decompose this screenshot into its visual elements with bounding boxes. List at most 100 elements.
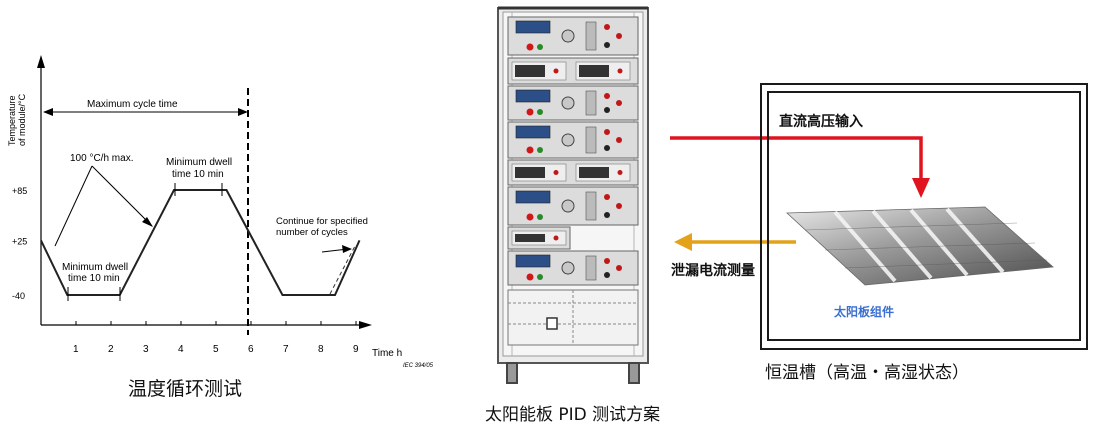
module-label: 太阳板组件	[834, 305, 895, 319]
dwell-top-line2: time 10 min	[172, 169, 224, 180]
instrument-knob	[561, 133, 575, 147]
instrument-terminal-red	[616, 100, 622, 106]
instrument-knob	[561, 29, 575, 43]
instrument-display	[515, 20, 551, 34]
pid-test-rack	[497, 6, 649, 384]
rack-lock	[546, 317, 558, 330]
x-tick-label: 8	[318, 344, 324, 355]
signal-arrows	[670, 136, 930, 251]
dwell-bottom-markers	[67, 287, 121, 301]
x-tick-label: 5	[213, 344, 219, 355]
x-tick-label: 4	[178, 344, 184, 355]
instrument-switch	[585, 191, 597, 221]
y-axis-label-line2: of module/°C	[17, 93, 27, 146]
solar-panel-module	[786, 206, 1054, 286]
instrument-button-red	[526, 213, 534, 221]
dc-input-arrow	[670, 136, 923, 182]
instrument-switch	[585, 90, 597, 116]
rack-instrument	[507, 159, 639, 186]
meter-indicator	[553, 170, 559, 175]
instrument-terminal-red	[616, 203, 622, 209]
solar-panel-strips	[833, 207, 1005, 283]
ramp-pointer-head	[142, 217, 153, 227]
continue-arrow-head	[342, 245, 352, 253]
meter-display	[579, 167, 609, 178]
instrument-terminal-red	[604, 194, 610, 200]
instrument-button-green	[537, 109, 543, 115]
instrument-switch	[585, 255, 597, 281]
rack-instruments	[507, 16, 639, 286]
max-cycle-arrow-left-head	[43, 108, 53, 116]
climate-chamber-inner	[767, 91, 1081, 341]
max-cycle-arrow-right-head	[238, 108, 248, 116]
y-tick-label: -40	[12, 291, 25, 301]
ramp-label: 100 °C/h max.	[70, 153, 133, 164]
instrument-button-red	[526, 43, 534, 51]
x-tick-label: 7	[283, 344, 289, 355]
rack-casters	[506, 362, 640, 384]
instrument-display	[515, 89, 551, 103]
instrument-knob	[561, 96, 575, 110]
instrument-terminal-black	[604, 107, 610, 113]
instrument-button-red	[526, 146, 534, 154]
instrument-button-green	[537, 44, 543, 50]
instrument-terminal-red	[604, 93, 610, 99]
temperature-profile-curve	[40, 189, 361, 296]
dwell-top-line1: Minimum dwell	[166, 157, 232, 168]
y-axis-label-line1: Temperature	[7, 95, 17, 146]
dwell-bottom-line2: time 10 min	[68, 273, 120, 284]
leakage-label: 泄漏电流测量	[671, 263, 755, 279]
rack-instrument	[507, 226, 571, 250]
y-ticks: +85 +25 -40	[12, 186, 27, 301]
continue-line2: number of cycles	[276, 227, 348, 238]
rack-instrument	[507, 250, 639, 286]
x-axis-arrow	[359, 321, 372, 329]
instrument-knob	[561, 261, 575, 275]
leakage-arrow-head	[674, 233, 692, 251]
instrument-terminal-red	[616, 137, 622, 143]
instrument-button-red	[526, 108, 534, 116]
solar-panel-grid	[804, 222, 1048, 269]
dc-input-label: 直流高压输入	[779, 114, 863, 130]
continue-dashed-curve	[329, 245, 356, 295]
y-tick-label: +25	[12, 236, 27, 246]
solar-panel-surface	[786, 206, 1054, 286]
temperature-test-caption: 温度循环测试	[128, 378, 243, 400]
instrument-display	[515, 190, 551, 204]
x-tick-label: 3	[143, 344, 149, 355]
instrument-terminal-red	[616, 33, 622, 39]
instrument-switch	[585, 21, 597, 51]
instrument-display	[515, 254, 551, 268]
ramp-pointer-1	[54, 165, 93, 247]
instrument-terminal-red	[616, 265, 622, 271]
chamber-caption: 恒温槽（高温・高湿状态）	[765, 363, 969, 383]
meter-indicator	[553, 68, 559, 74]
meter-display	[515, 65, 545, 77]
rack-instrument	[507, 57, 639, 85]
y-tick-label: +85	[12, 186, 27, 196]
meter-indicator	[553, 235, 559, 241]
instrument-button-green	[537, 274, 543, 280]
meter-display	[515, 234, 545, 242]
instrument-terminal-black	[604, 212, 610, 218]
instrument-display	[515, 125, 551, 139]
x-tick-label: 6	[248, 344, 254, 355]
rack-caption: 太阳能板 PID 测试方案	[485, 405, 661, 425]
dwell-bottom-line1: Minimum dwell	[62, 262, 128, 273]
x-tick-label: 1	[73, 344, 79, 355]
instrument-terminal-red	[604, 258, 610, 264]
dc-input-arrow-head	[912, 178, 930, 198]
meter-display	[579, 65, 609, 77]
max-cycle-label: Maximum cycle time	[87, 99, 178, 110]
rack-instrument	[507, 16, 639, 56]
instrument-button-green	[537, 214, 543, 220]
instrument-terminal-red	[604, 24, 610, 30]
rack-instrument	[507, 186, 639, 226]
instrument-knob	[561, 199, 575, 213]
source-note: IEC 394/05	[403, 363, 434, 369]
climate-chamber-outer	[760, 83, 1088, 350]
continue-line1: Continue for specified	[276, 216, 368, 227]
instrument-button-red	[526, 273, 534, 281]
